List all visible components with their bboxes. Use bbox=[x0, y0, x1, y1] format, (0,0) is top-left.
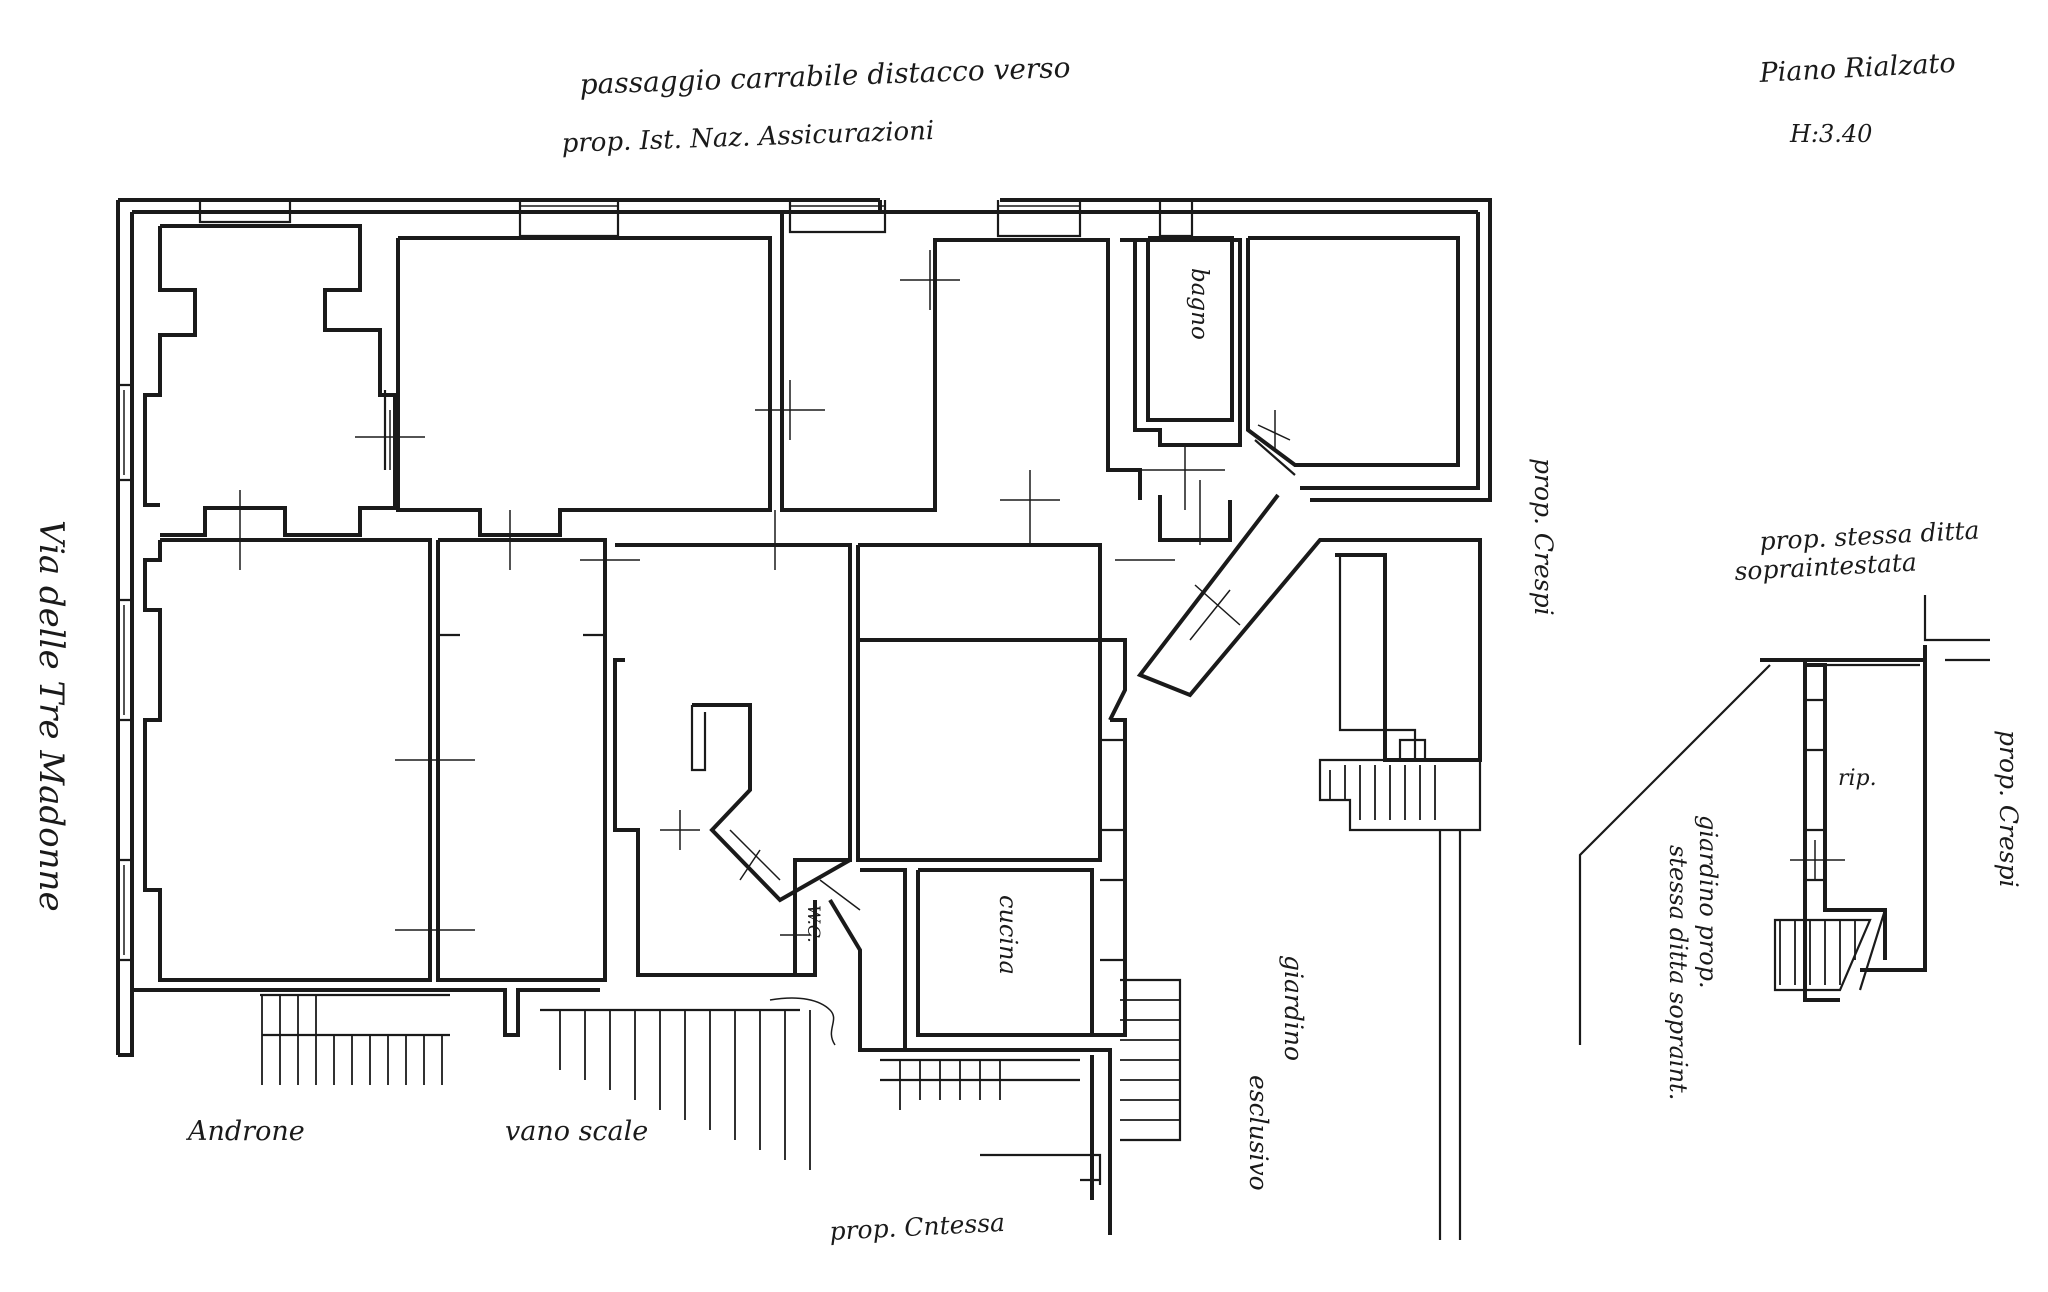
stairs bbox=[260, 738, 1482, 1170]
garden-lines bbox=[769, 830, 1462, 1240]
stessa-ditta-label: stessa ditta sopraint. bbox=[1664, 845, 1692, 1100]
wc-label: W.C. bbox=[803, 905, 823, 943]
giardino-esclusivo-label-1: giardino bbox=[1279, 955, 1308, 1061]
giardino-prop-label: giardino prop. bbox=[1694, 815, 1722, 989]
androne-label: Androne bbox=[185, 1116, 305, 1147]
outer-walls bbox=[116, 198, 1492, 1235]
top-windows bbox=[198, 200, 1194, 238]
floor-title: Piano Rialzato bbox=[1758, 48, 1957, 89]
bagno-label: bagno bbox=[1186, 268, 1212, 340]
annex bbox=[1578, 595, 1990, 1045]
giardino-esclusivo-label-2: esclusivo bbox=[1244, 1075, 1273, 1191]
room-walls bbox=[143, 212, 1482, 1050]
rip-label: rip. bbox=[1838, 766, 1877, 791]
height-note: H:3.40 bbox=[1789, 120, 1872, 148]
cucina-label: cucina bbox=[994, 895, 1022, 975]
prop-cntessa-label: prop. Cntessa bbox=[829, 1208, 1006, 1246]
note-line-1: passaggio carrabile distacco verso bbox=[579, 51, 1071, 101]
prop-crespi-label-1: prop. Crespi bbox=[1529, 458, 1558, 616]
vano-scale-label: vano scale bbox=[505, 1116, 648, 1147]
prop-crespi-label-2: prop. Crespi bbox=[1994, 730, 2023, 888]
street-label: Via delle Tre Madonne bbox=[31, 520, 71, 912]
note-line-2: prop. Ist. Naz. Assicurazioni bbox=[561, 116, 935, 159]
door-marks bbox=[239, 250, 1291, 955]
